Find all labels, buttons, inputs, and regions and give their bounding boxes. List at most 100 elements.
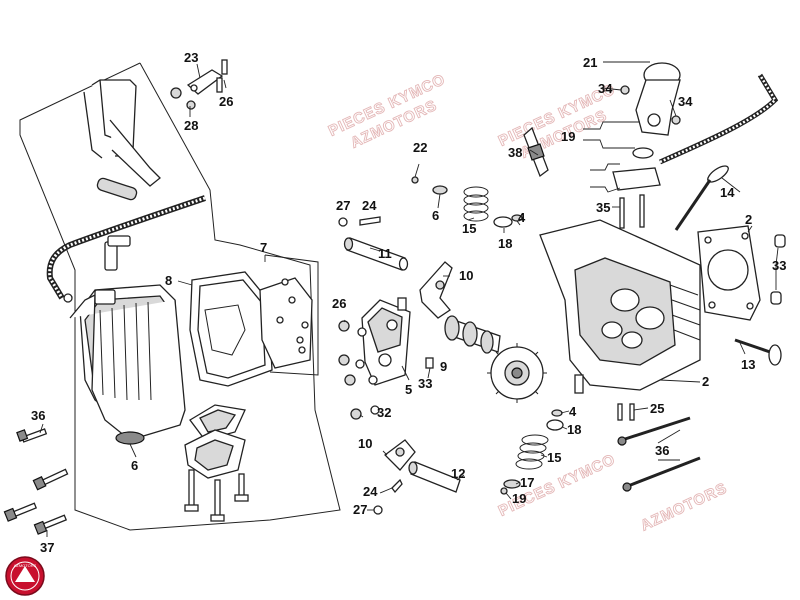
studs-25	[617, 403, 635, 421]
hose-fitting	[63, 235, 131, 303]
callout-16: 15	[462, 221, 476, 236]
callout-18-lower: 18	[567, 422, 581, 437]
callout-37: 38	[508, 145, 522, 160]
callout-32: 35	[596, 200, 610, 215]
plate-23	[186, 69, 224, 95]
nut-29	[170, 87, 196, 110]
callout-23: 23	[184, 50, 198, 65]
logo-text: AZMOTORS	[14, 563, 37, 568]
bolt-33-left	[620, 85, 630, 95]
callout-2: 2	[702, 374, 709, 389]
callout-29: 28	[184, 118, 198, 133]
head-gasket-6	[697, 225, 761, 321]
callout-11-upper: 10	[459, 268, 473, 283]
washer-28-lower	[373, 505, 383, 515]
callout-18: 18	[498, 236, 512, 251]
shim-24-lower	[391, 478, 403, 494]
callout-10: 9	[440, 359, 447, 374]
callout-21: 19	[561, 129, 575, 144]
o-ring-21	[632, 147, 654, 159]
cotter-19-lower	[500, 487, 508, 495]
spark-plug-37	[523, 126, 549, 178]
valve-cover-box	[264, 254, 319, 376]
callout-22: 21	[583, 55, 597, 70]
breather-hose	[46, 195, 206, 300]
callout-19-lower: 19	[512, 491, 526, 506]
callout-27: 26	[332, 296, 346, 311]
camshaft-10	[444, 315, 547, 403]
callout-14: 13	[741, 357, 755, 372]
studs-32	[619, 194, 645, 229]
callout-8: 7	[260, 240, 267, 255]
callout-28-lower: 27	[353, 502, 367, 517]
seat-18	[493, 216, 513, 228]
valve-14	[734, 338, 782, 366]
callout-33-left: 34	[598, 81, 613, 96]
watermark-bottom-right: AZMOTORS	[638, 479, 731, 535]
bolt-35	[3, 468, 69, 535]
cotter-19	[411, 176, 419, 184]
breather-pipe	[83, 79, 161, 201]
insulator-38	[612, 167, 661, 191]
dowels-31	[770, 234, 786, 305]
bolts-26	[216, 59, 228, 93]
callout-13: 12	[451, 466, 465, 481]
seat-18-lower	[546, 419, 564, 431]
callout-31: 33	[772, 258, 786, 273]
callout-4-lower: 4	[569, 404, 577, 419]
cover-bolts	[184, 469, 249, 522]
assembly-frame-left	[19, 62, 341, 531]
azmotors-logo: AZMOTORS	[5, 556, 45, 596]
rocker-shaft-13	[408, 461, 461, 493]
callout-19: 22	[413, 140, 427, 155]
seal-4-lower	[551, 409, 563, 417]
callout-24-lower: 24	[363, 484, 378, 499]
pipe-gasket	[96, 177, 138, 201]
cover-bracket	[184, 404, 246, 479]
callout-6: 2	[745, 212, 752, 227]
callout-7-cover: 6	[131, 458, 138, 473]
callout-30: 32	[377, 405, 391, 420]
callout-17: 17	[520, 475, 534, 490]
valve-15	[674, 165, 729, 231]
callout-33-right: 34	[678, 94, 693, 109]
callout-11-lower: 10	[358, 436, 372, 451]
rocker-arm-11-lower	[384, 439, 416, 471]
bolts-36	[617, 416, 701, 492]
valve-cover-gasket	[189, 271, 273, 387]
callout-28: 27	[336, 198, 350, 213]
callout-34: 36	[31, 408, 45, 423]
bolt-34	[16, 428, 48, 443]
leader-lines	[39, 61, 779, 537]
callout-12: 11	[378, 246, 392, 261]
retainer-7	[432, 185, 448, 195]
shim-24	[359, 216, 381, 226]
callout-36: 36	[655, 443, 669, 458]
watermark-top: PIECES KYMCO AZMOTORS	[325, 70, 448, 152]
callout-labels: 23 26 28 7 8 6 36 37 27 24 11 10 26 5 33…	[31, 50, 786, 555]
callout-24: 24	[362, 198, 377, 213]
cover-seal-plate	[259, 277, 313, 369]
washer-28	[338, 217, 348, 227]
callout-16-lower: 15	[547, 450, 561, 465]
callout-25: 25	[650, 401, 664, 416]
cylinder-head-1	[539, 219, 701, 394]
bolt-33-right	[671, 115, 681, 125]
nuts-27-30	[338, 320, 380, 420]
valve-cover	[69, 284, 186, 445]
camshaft-holder-5	[361, 297, 434, 386]
callout-26: 26	[219, 94, 233, 109]
rocker-arm-11-upper	[419, 261, 453, 319]
rocker-shaft-12	[343, 237, 409, 271]
valve-spring-16	[463, 186, 489, 222]
intake-manifold-22	[635, 62, 681, 136]
callout-4: 4	[518, 210, 526, 225]
retainer-17	[503, 479, 521, 489]
callout-35: 37	[40, 540, 54, 555]
callout-5: 5	[405, 382, 412, 397]
watermark-line-2: AZMOTORS	[638, 480, 730, 535]
valve-spring-16-lower	[515, 434, 549, 470]
callout-31-holder: 33	[418, 376, 432, 391]
callout-9: 8	[165, 273, 172, 288]
